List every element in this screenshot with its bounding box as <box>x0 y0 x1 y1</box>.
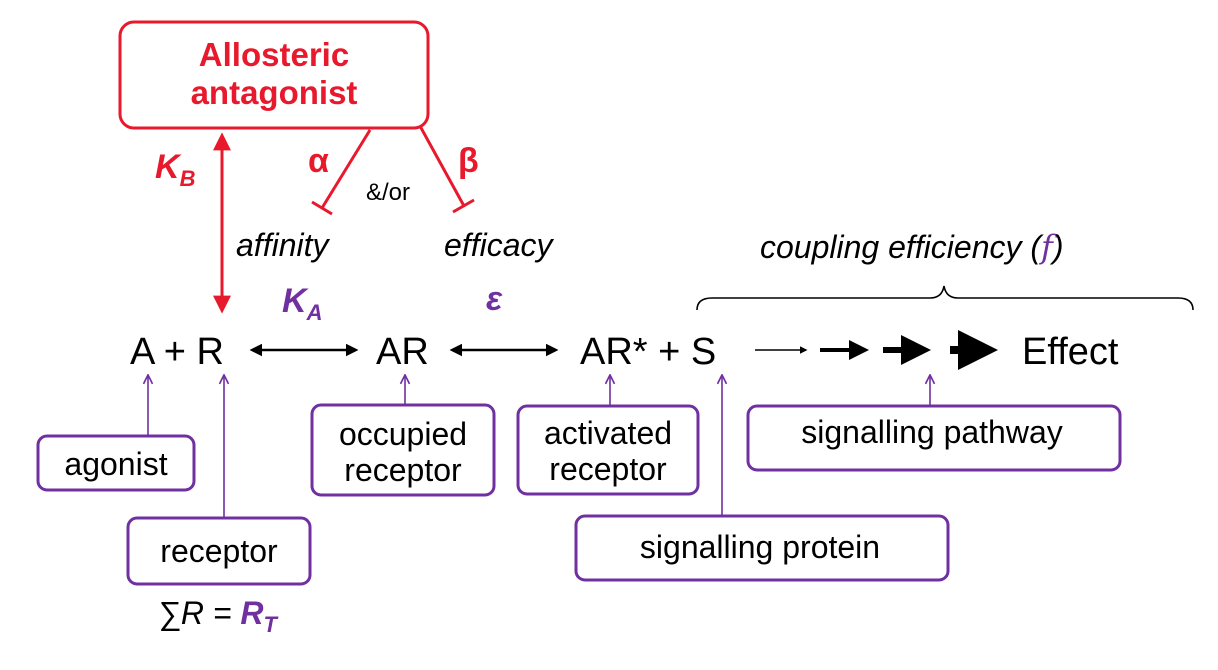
ar-complex: AR <box>376 331 429 373</box>
coupling-brace <box>696 285 1194 311</box>
signalling-pathway-box <box>746 404 1122 472</box>
rt-main: R <box>240 595 263 631</box>
coupling-suffix: ) <box>1049 229 1064 265</box>
agonist-box <box>36 434 196 492</box>
total-receptor-label: ∑R = RT <box>158 595 279 637</box>
kb-main: K <box>155 148 182 186</box>
kb-sub: B <box>180 166 196 191</box>
activated-receptor-box <box>516 404 700 496</box>
beta-symbol: β <box>458 142 479 180</box>
coupling-prefix: coupling efficiency ( <box>760 229 1044 265</box>
activated-line2: receptor <box>549 451 667 487</box>
kb-label: KB <box>155 148 196 191</box>
signalling-protein-box <box>574 514 950 582</box>
occupied-line2: receptor <box>344 452 462 488</box>
occupied-receptor-box <box>310 403 496 497</box>
ka-label: KA <box>282 282 322 325</box>
beta-inhibition-line <box>418 125 466 207</box>
alpha-inhibition-bar <box>311 200 333 216</box>
alpha-symbol: α <box>308 142 329 180</box>
total-prefix: ∑R = <box>158 595 240 632</box>
allosteric-antagonist-box <box>118 20 430 130</box>
occupied-line1: occupied <box>339 416 467 452</box>
beta-inhibition-bar <box>452 198 475 214</box>
epsilon-label: ε <box>486 280 503 318</box>
a-plus-r: A + R <box>130 331 224 373</box>
rt-sub: T <box>264 612 279 637</box>
effect-label: Effect <box>1022 331 1119 373</box>
affinity-label: affinity <box>236 227 330 263</box>
receptor-box <box>126 516 312 586</box>
allosteric-antagonist-line2: antagonist <box>191 74 358 111</box>
ar-star-plus-s: AR* + S <box>580 331 716 373</box>
agonist-label: agonist <box>64 446 167 482</box>
activated-line1: activated <box>544 415 672 451</box>
signalling-pathway-label: signalling pathway <box>801 414 1063 450</box>
signalling-protein-label: signalling protein <box>640 529 880 565</box>
allosteric-antagonist-line1: Allosteric <box>199 36 349 73</box>
ka-sub: A <box>306 300 323 325</box>
alpha-inhibition-line <box>320 129 372 209</box>
receptor-label: receptor <box>160 533 278 569</box>
efficacy-label: efficacy <box>444 227 554 263</box>
ka-main: K <box>282 282 309 320</box>
and-or-label: &/or <box>366 179 410 206</box>
coupling-efficiency-label: coupling efficiency (f) <box>760 228 1064 266</box>
